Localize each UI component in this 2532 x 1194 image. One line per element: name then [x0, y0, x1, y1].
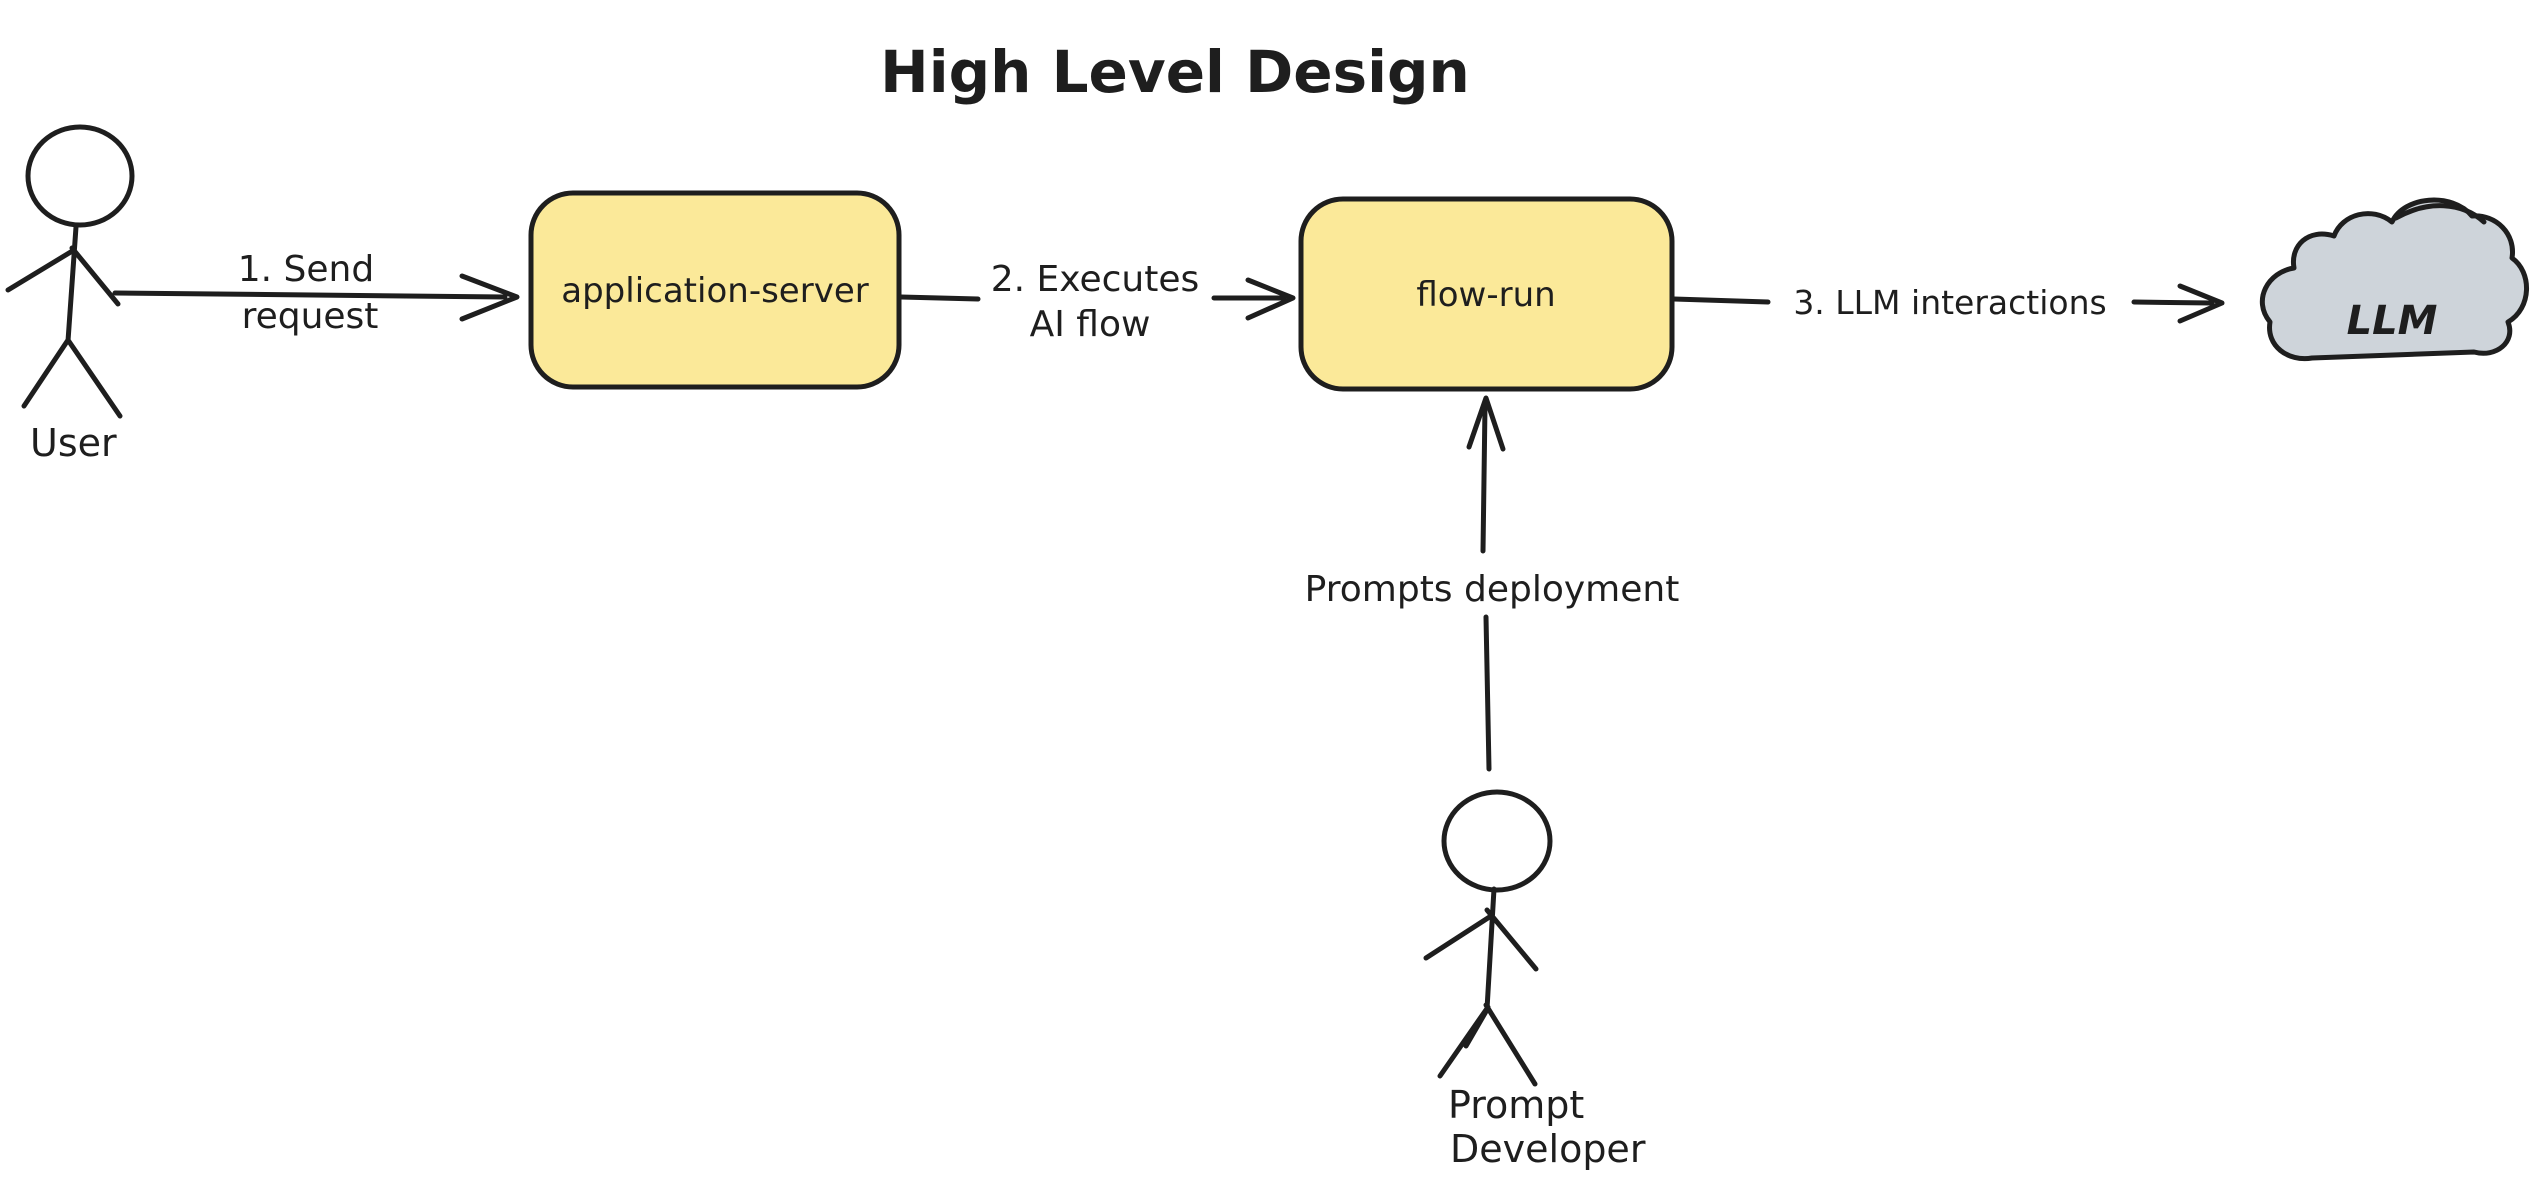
- edge-label-executes-line1: 2. Executes: [991, 259, 1200, 300]
- edge-label-llm-interactions: 3. LLM interactions: [1793, 283, 2106, 322]
- arrow-deployment-head-icon: [1466, 395, 1506, 452]
- node-flow-run: flow-run: [1298, 196, 1675, 392]
- user-head-icon: [25, 124, 135, 228]
- arrow-executes-left-segment: [898, 294, 981, 302]
- arrow-deployment-lower-shaft: [1483, 614, 1492, 772]
- node-flow-run-box: [1298, 196, 1675, 392]
- arrow-llm-head-icon: [2177, 283, 2225, 324]
- arrow-executes-head-icon: [1245, 277, 1296, 321]
- node-application-server-label: application-server: [561, 271, 868, 311]
- prompt-developer-actor-icon: Prompt Developer: [1423, 789, 1646, 1171]
- edge-label-executes-line2: AI flow: [1030, 304, 1151, 345]
- prompt-developer-body-icon: [1423, 886, 1539, 1087]
- edge-label-send-request-line2: request: [242, 296, 379, 337]
- user-actor-icon: User: [5, 124, 135, 465]
- arrow-llm-left-segment: [1671, 296, 1771, 305]
- llm-cloud-label: LLM: [2347, 298, 2438, 344]
- prompt-developer-label-line1: Prompt: [1448, 1083, 1584, 1127]
- llm-cloud-accent-stroke: [2393, 203, 2487, 225]
- arrow-send-request-head-icon: [459, 273, 520, 322]
- arrow-send-request: 1. Send request: [112, 249, 520, 337]
- edge-label-send-request-line1: 1. Send: [238, 249, 374, 290]
- node-application-server: application-server: [528, 190, 902, 390]
- diagram-title: High Level Design: [880, 38, 1470, 106]
- prompt-developer-head-icon: [1441, 789, 1553, 893]
- user-label: User: [30, 421, 117, 465]
- arrow-executes-ai-flow: 2. Executes AI flow: [898, 259, 1296, 345]
- arrow-llm-interactions: 3. LLM interactions: [1671, 283, 2225, 324]
- llm-cloud: LLM: [2259, 197, 2529, 362]
- node-application-server-box: [528, 190, 902, 390]
- prompt-developer-label-line2: Developer: [1450, 1127, 1646, 1171]
- user-body-icon: [5, 224, 123, 419]
- arrow-deployment-upper-shaft: [1480, 403, 1488, 554]
- node-flow-run-label: flow-run: [1416, 275, 1555, 315]
- arrow-llm-shaft: [2131, 299, 2215, 306]
- arrow-send-request-shaft: [112, 290, 508, 300]
- arrow-prompts-deployment: Prompts deployment: [1305, 395, 1680, 772]
- edge-label-prompts-deployment: Prompts deployment: [1305, 569, 1680, 610]
